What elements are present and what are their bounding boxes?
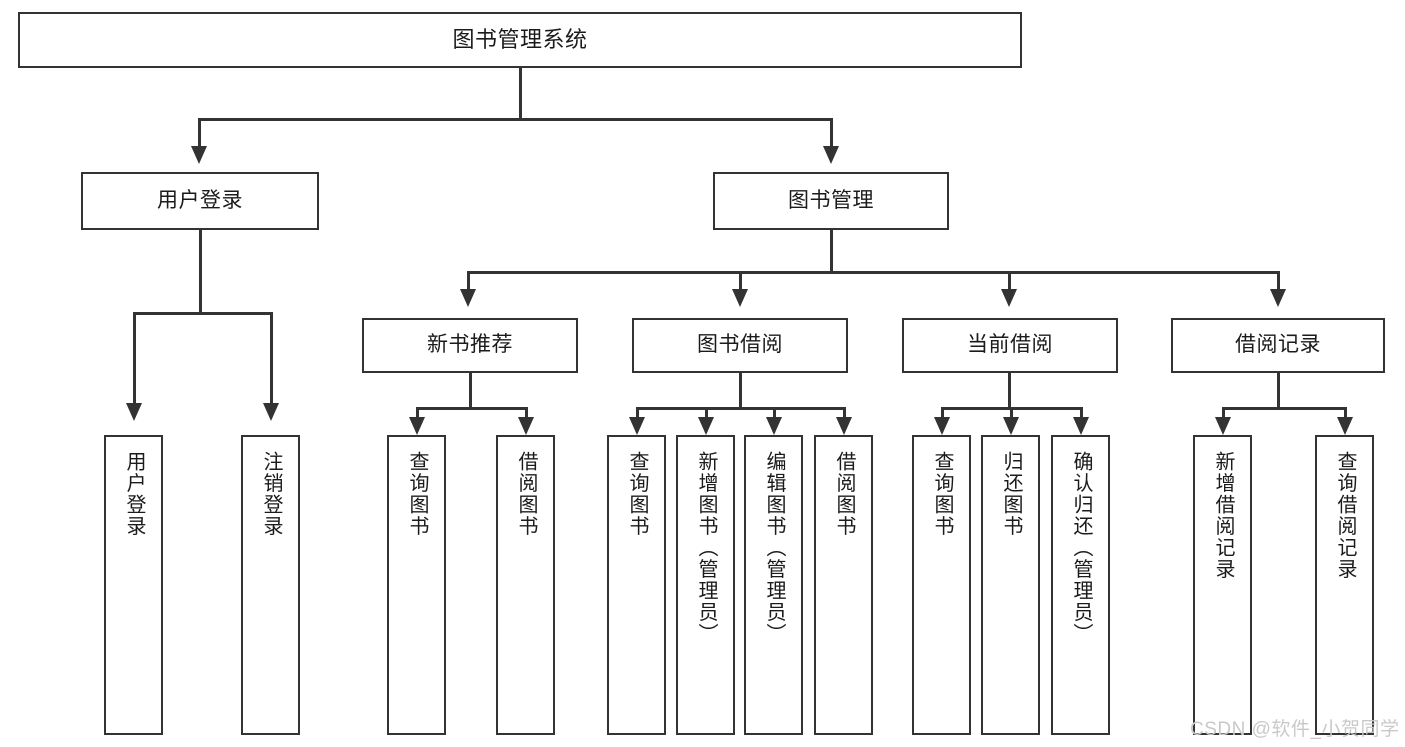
leaf-edit-book[interactable]: 编辑图书（管理员）	[744, 435, 803, 735]
connector-book-manage-bus	[467, 271, 1278, 274]
node-label: 查询图书	[406, 451, 428, 537]
connector-book-borrow-drop-4	[843, 407, 846, 419]
connector-borrow-record-drop-2	[1344, 407, 1347, 419]
node-label: 新增借阅记录	[1212, 451, 1234, 580]
leaf-query-book-current[interactable]: 查询图书	[912, 435, 971, 735]
arrow-to-leaf-query-book-2	[629, 417, 645, 435]
connector-root-drop-left	[198, 118, 201, 148]
arrow-to-leaf-query-book-3	[934, 417, 950, 435]
arrow-to-current-borrow	[1001, 289, 1017, 307]
connector-root-drop-right	[830, 118, 833, 148]
connector-new-book-stem	[469, 373, 472, 409]
leaf-query-borrow-record[interactable]: 查询借阅记录	[1315, 435, 1374, 735]
arrow-to-leaf-return-book	[1003, 417, 1019, 435]
connector-borrow-record-stem	[1277, 373, 1280, 409]
leaf-user-login[interactable]: 用户登录	[104, 435, 163, 735]
node-book-borrow[interactable]: 图书借阅	[632, 318, 848, 373]
connector-user-login-drop-2	[270, 312, 273, 405]
leaf-confirm-return[interactable]: 确认归还（管理员）	[1051, 435, 1110, 735]
arrow-to-leaf-query-book-1	[409, 417, 425, 435]
node-book-manage[interactable]: 图书管理	[713, 172, 949, 230]
leaf-return-book[interactable]: 归还图书	[981, 435, 1040, 735]
leaf-add-book[interactable]: 新增图书（管理员）	[676, 435, 735, 735]
node-root-system[interactable]: 图书管理系统	[18, 12, 1022, 68]
connector-book-borrow-stem	[739, 373, 742, 409]
connector-book-borrow-bus	[636, 407, 845, 410]
arrow-to-book-borrow	[732, 289, 748, 307]
node-label: 借阅图书	[515, 451, 537, 537]
node-label: 查询借阅记录	[1334, 451, 1356, 580]
leaf-add-borrow-record[interactable]: 新增借阅记录	[1193, 435, 1252, 735]
leaf-borrow-book[interactable]: 借阅图书	[814, 435, 873, 735]
node-label: 图书借阅	[697, 333, 783, 357]
node-label: 图书管理	[788, 188, 874, 212]
leaf-borrow-book-recommend[interactable]: 借阅图书	[496, 435, 555, 735]
connector-root-stem	[519, 68, 522, 120]
leaf-query-book-borrow[interactable]: 查询图书	[607, 435, 666, 735]
node-label: 归还图书	[1000, 451, 1022, 537]
connector-group-drop-borrow-record	[1277, 271, 1280, 291]
node-label: 图书管理系统	[452, 27, 588, 53]
arrow-to-borrow-record	[1270, 289, 1286, 307]
node-label: 用户登录	[157, 188, 243, 212]
arrow-to-new-book-recommend	[460, 289, 476, 307]
connector-borrow-record-drop-1	[1222, 407, 1225, 419]
connector-current-borrow-stem	[1008, 373, 1011, 409]
arrow-to-leaf-borrow-book-2	[836, 417, 852, 435]
connector-group-drop-current-borrow	[1008, 271, 1011, 291]
arrow-to-leaf-borrow-book-1	[518, 417, 534, 435]
arrow-to-leaf-user-login	[126, 403, 142, 421]
connector-new-book-drop-2	[525, 407, 528, 419]
node-current-borrow[interactable]: 当前借阅	[902, 318, 1118, 373]
node-user-login[interactable]: 用户登录	[81, 172, 319, 230]
connector-current-borrow-drop-2	[1010, 407, 1013, 419]
node-label: 借阅记录	[1235, 333, 1321, 357]
connector-new-book-drop-1	[416, 407, 419, 419]
node-label: 确认归还（管理员）	[1070, 451, 1092, 645]
connector-borrow-record-bus	[1222, 407, 1346, 410]
connector-current-borrow-drop-1	[941, 407, 944, 419]
connector-user-login-stem	[199, 230, 202, 314]
connector-group-drop-new-book	[467, 271, 470, 291]
node-label: 注销登录	[260, 451, 282, 537]
arrow-to-leaf-query-record	[1337, 417, 1353, 435]
arrow-to-leaf-edit-book	[766, 417, 782, 435]
arrow-to-book-manage	[823, 146, 839, 164]
node-label: 编辑图书（管理员）	[763, 451, 785, 645]
connector-group-drop-book-borrow	[739, 271, 742, 291]
connector-new-book-bus	[416, 407, 527, 410]
connector-user-login-drop-1	[133, 312, 136, 405]
connector-root-bus	[198, 118, 832, 121]
connector-book-borrow-drop-1	[636, 407, 639, 419]
leaf-query-book-recommend[interactable]: 查询图书	[387, 435, 446, 735]
connector-book-borrow-drop-2	[705, 407, 708, 419]
node-label: 借阅图书	[833, 451, 855, 537]
connector-user-login-bus	[133, 312, 272, 315]
node-new-book-recommend[interactable]: 新书推荐	[362, 318, 578, 373]
node-borrow-record[interactable]: 借阅记录	[1171, 318, 1385, 373]
node-label: 新增图书（管理员）	[695, 451, 717, 645]
arrow-to-leaf-add-book	[698, 417, 714, 435]
arrow-to-leaf-logout	[263, 403, 279, 421]
connector-current-borrow-drop-3	[1080, 407, 1083, 419]
node-label: 查询图书	[931, 451, 953, 537]
leaf-logout[interactable]: 注销登录	[241, 435, 300, 735]
node-label: 用户登录	[123, 451, 145, 537]
node-label: 新书推荐	[427, 333, 513, 357]
arrow-to-user-login	[191, 146, 207, 164]
arrow-to-leaf-add-record	[1215, 417, 1231, 435]
connector-book-manage-stem	[830, 230, 833, 273]
connector-book-borrow-drop-3	[773, 407, 776, 419]
node-label: 当前借阅	[967, 333, 1053, 357]
node-label: 查询图书	[626, 451, 648, 537]
arrow-to-leaf-confirm-return	[1073, 417, 1089, 435]
